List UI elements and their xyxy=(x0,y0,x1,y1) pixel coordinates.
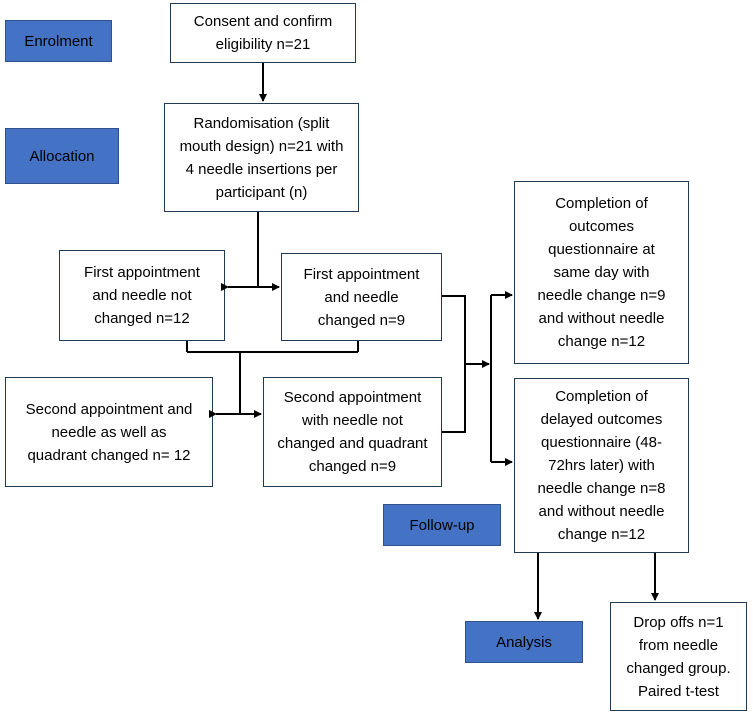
first-changed-to-split-line xyxy=(442,295,466,433)
second-not-changed-text: Second appointment with needle not chang… xyxy=(277,389,428,475)
first-not-changed-text: First appointment and needle not changed… xyxy=(84,264,200,327)
follow-up-stage: Follow-up xyxy=(383,504,501,546)
first-changed-text: First appointment and needle changed n=9 xyxy=(303,265,420,329)
delayed-text: Completion of delayed outcomes questionn… xyxy=(537,388,666,543)
drop-offs-box: Drop offs n=1 from needle changed group.… xyxy=(610,602,747,711)
randomisation-box: Randomisation (split mouth design) n=21 … xyxy=(164,103,359,212)
same-day-text: Completion of outcomes questionnaire at … xyxy=(537,195,666,350)
analysis-stage: Analysis xyxy=(465,621,583,663)
same-day-questionnaire-box: Completion of outcomes questionnaire at … xyxy=(514,181,689,364)
first-appointment-needle-changed-box: First appointment and needle changed n=9 xyxy=(281,253,442,341)
enrolment-stage: Enrolment xyxy=(5,20,112,62)
analysis-label: Analysis xyxy=(496,633,552,651)
randomisation-text: Randomisation (split mouth design) n=21 … xyxy=(179,114,344,201)
delayed-questionnaire-box: Completion of delayed outcomes questionn… xyxy=(514,378,689,553)
second-changed-text: Second appointment and needle as well as… xyxy=(25,400,193,464)
allocation-label: Allocation xyxy=(29,147,95,165)
second-appointment-needle-changed-box: Second appointment and needle as well as… xyxy=(5,377,213,487)
allocation-stage: Allocation xyxy=(5,128,119,184)
first-appointment-needle-not-changed-box: First appointment and needle not changed… xyxy=(59,250,225,341)
drop-offs-text: Drop offs n=1 from needle changed group.… xyxy=(626,613,731,700)
consent-box: Consent and confirm eligibility n=21 xyxy=(170,3,356,63)
consent-text: Consent and confirm eligibility n=21 xyxy=(193,13,333,53)
second-appointment-needle-not-changed-box: Second appointment with needle not chang… xyxy=(263,377,442,487)
follow-up-label: Follow-up xyxy=(409,516,475,534)
enrolment-label: Enrolment xyxy=(24,32,93,50)
